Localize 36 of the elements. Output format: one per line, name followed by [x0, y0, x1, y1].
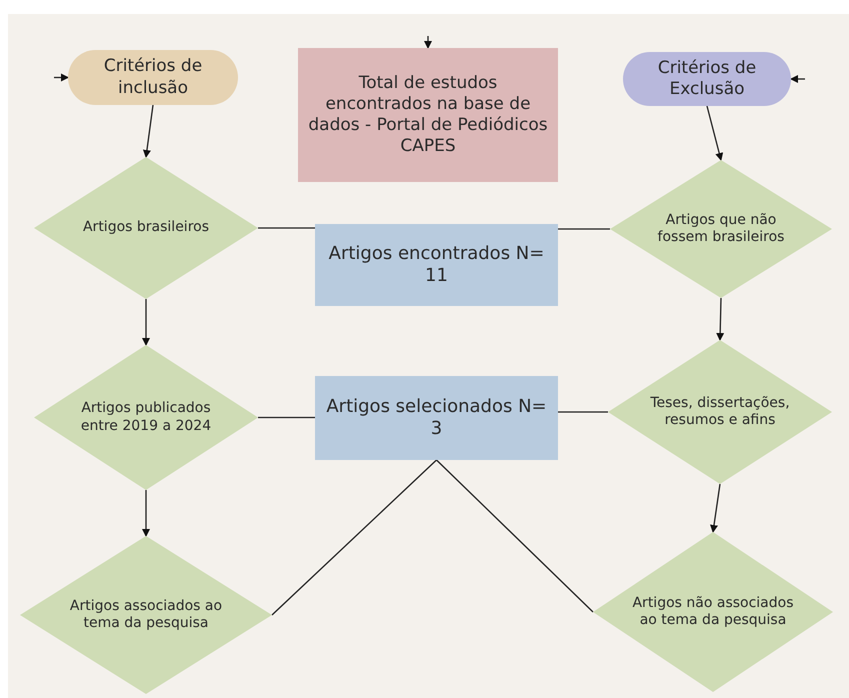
decision-diamond	[34, 345, 258, 490]
process-box	[315, 376, 558, 460]
node-label: Artigos que não fossem brasileiros	[656, 212, 786, 246]
node-label: Artigos não associados ao tema da pesquisa	[631, 594, 795, 630]
decision-diamond	[34, 157, 258, 299]
node-label: Artigos publicados entre 2019 a 2024	[80, 400, 212, 435]
arrow	[424, 36, 432, 49]
arrow	[142, 104, 154, 158]
arrow	[142, 299, 150, 346]
node-label: Teses, dissertações, resumos e afins	[649, 394, 791, 430]
node-label: Artigos encontrados N= 11	[328, 242, 546, 288]
decision-diamond	[593, 532, 833, 692]
arrow	[54, 74, 69, 82]
node-label: Critérios de inclusão	[102, 56, 204, 99]
arrow	[706, 106, 724, 161]
connector-line	[258, 227, 315, 229]
process-box	[315, 224, 558, 306]
arrow	[710, 484, 721, 533]
decision-diamond	[610, 160, 832, 298]
connector-line	[436, 460, 594, 612]
connector-line	[272, 460, 437, 616]
terminator-pill	[623, 52, 791, 106]
node-label: Artigos selecionados N= 3	[325, 396, 548, 440]
connector-line	[558, 228, 610, 230]
arrow	[790, 75, 805, 83]
arrow	[142, 490, 150, 537]
decision-diamond	[20, 536, 272, 694]
process-box	[298, 48, 558, 182]
node-label: Critérios de Exclusão	[656, 58, 758, 100]
node-label: Total de estudos encontrados na base de dados - Portal de Pediódicos CAPES	[308, 72, 548, 158]
connector-line	[558, 411, 608, 413]
arrow	[716, 298, 724, 341]
node-label: Artigos associados ao tema da pesquisa	[68, 598, 224, 632]
connector-line	[258, 416, 315, 418]
node-label: Artigos brasileiros	[82, 219, 209, 237]
decision-diamond	[608, 340, 832, 484]
